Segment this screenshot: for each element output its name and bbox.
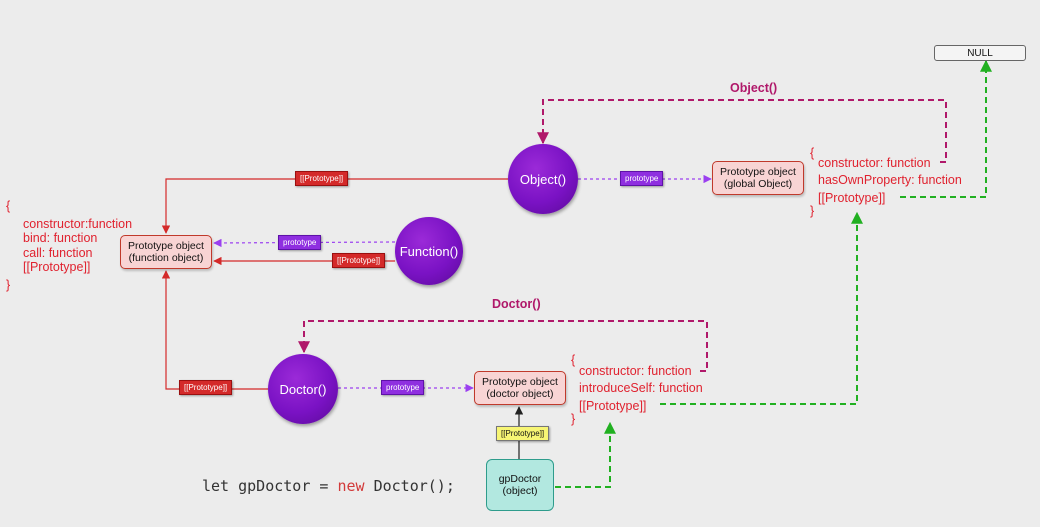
gpdoctor-object-box: gpDoctor(object) bbox=[486, 459, 554, 511]
code-part1: let gpDoctor = bbox=[202, 477, 338, 495]
doctor-constructor-label: Doctor() bbox=[279, 381, 327, 397]
function-proto-tag: [[Prototype]] bbox=[332, 253, 386, 268]
function-prototype-box: Prototype object(function object) bbox=[120, 235, 212, 269]
doctor-prototype-box: Prototype object(doctor object) bbox=[474, 371, 566, 405]
global-prototype-line2: (global Object) bbox=[723, 178, 793, 190]
gpdoctor-line1: gpDoctor bbox=[498, 473, 542, 485]
property-row: hasOwnProperty: function bbox=[818, 173, 962, 187]
function-proto-properties: { constructor:function bind: function ca… bbox=[6, 198, 132, 294]
null-label: NULL bbox=[967, 47, 993, 59]
doctor-proto-to-global-link bbox=[660, 211, 863, 405]
close-brace: } bbox=[571, 412, 576, 426]
doctor-constructor-link bbox=[298, 320, 708, 372]
open-brace: { bbox=[810, 146, 815, 160]
property-row: introduceSelf: function bbox=[579, 381, 703, 395]
object-constructor-label: Object() bbox=[519, 171, 567, 187]
doctor-prototype-tag: prototype bbox=[381, 380, 425, 395]
function-prototype-tag: prototype bbox=[278, 235, 322, 250]
doctor-constructor-node: Doctor() bbox=[268, 354, 338, 424]
code-part2: Doctor(); bbox=[364, 477, 455, 495]
object-prototype-tag: prototype bbox=[620, 171, 664, 186]
close-brace: } bbox=[6, 277, 11, 292]
function-prototype-line1: Prototype object bbox=[128, 240, 204, 252]
doctor-prototype-line1: Prototype object bbox=[482, 376, 558, 388]
null-box: NULL bbox=[934, 45, 1026, 61]
property-row: bind: function bbox=[23, 231, 98, 245]
open-brace: { bbox=[571, 353, 576, 367]
doctor-proto-link bbox=[161, 270, 268, 390]
property-row: [[Prototype]] bbox=[579, 398, 647, 413]
global-prototype-line1: Prototype object bbox=[720, 166, 796, 178]
object-title: Object() bbox=[730, 81, 778, 95]
doctor-proto-properties: { constructor: function introduceSelf: f… bbox=[571, 352, 703, 429]
code-snippet: let gpDoctor = new Doctor(); bbox=[202, 477, 455, 495]
function-prototype-line2: (function object) bbox=[128, 252, 204, 264]
doctor-proto-tag: [[Prototype]] bbox=[179, 380, 233, 395]
gpdoctor-to-doctor-proto-link bbox=[555, 421, 616, 488]
global-proto-to-null-link bbox=[900, 59, 992, 198]
function-constructor-label: Function() bbox=[399, 243, 459, 259]
global-prototype-box: Prototype object(global Object) bbox=[712, 161, 804, 195]
doctor-prototype-line2: (doctor object) bbox=[486, 388, 554, 400]
property-row: constructor: function bbox=[818, 155, 931, 170]
object-constructor-link bbox=[537, 99, 947, 163]
property-row: constructor: function bbox=[579, 363, 692, 378]
property-row: [[Prototype]] bbox=[23, 260, 91, 274]
property-row: constructor:function bbox=[23, 216, 133, 231]
gpdoctor-proto-tag: [[Prototype]] bbox=[496, 426, 550, 441]
open-brace: { bbox=[6, 199, 11, 213]
global-proto-properties: { constructor: function hasOwnProperty: … bbox=[810, 145, 962, 221]
close-brace: } bbox=[810, 204, 815, 218]
doctor-title: Doctor() bbox=[492, 297, 541, 311]
object-constructor-node: Object() bbox=[508, 144, 578, 214]
property-row: call: function bbox=[23, 245, 93, 260]
code-keyword: new bbox=[337, 477, 365, 495]
property-row: [[Prototype]] bbox=[818, 190, 886, 205]
gpdoctor-line2: (object) bbox=[502, 485, 538, 497]
object-proto-link bbox=[161, 178, 508, 234]
object-proto-tag: [[Prototype]] bbox=[295, 171, 349, 186]
function-constructor-node: Function() bbox=[395, 217, 463, 285]
